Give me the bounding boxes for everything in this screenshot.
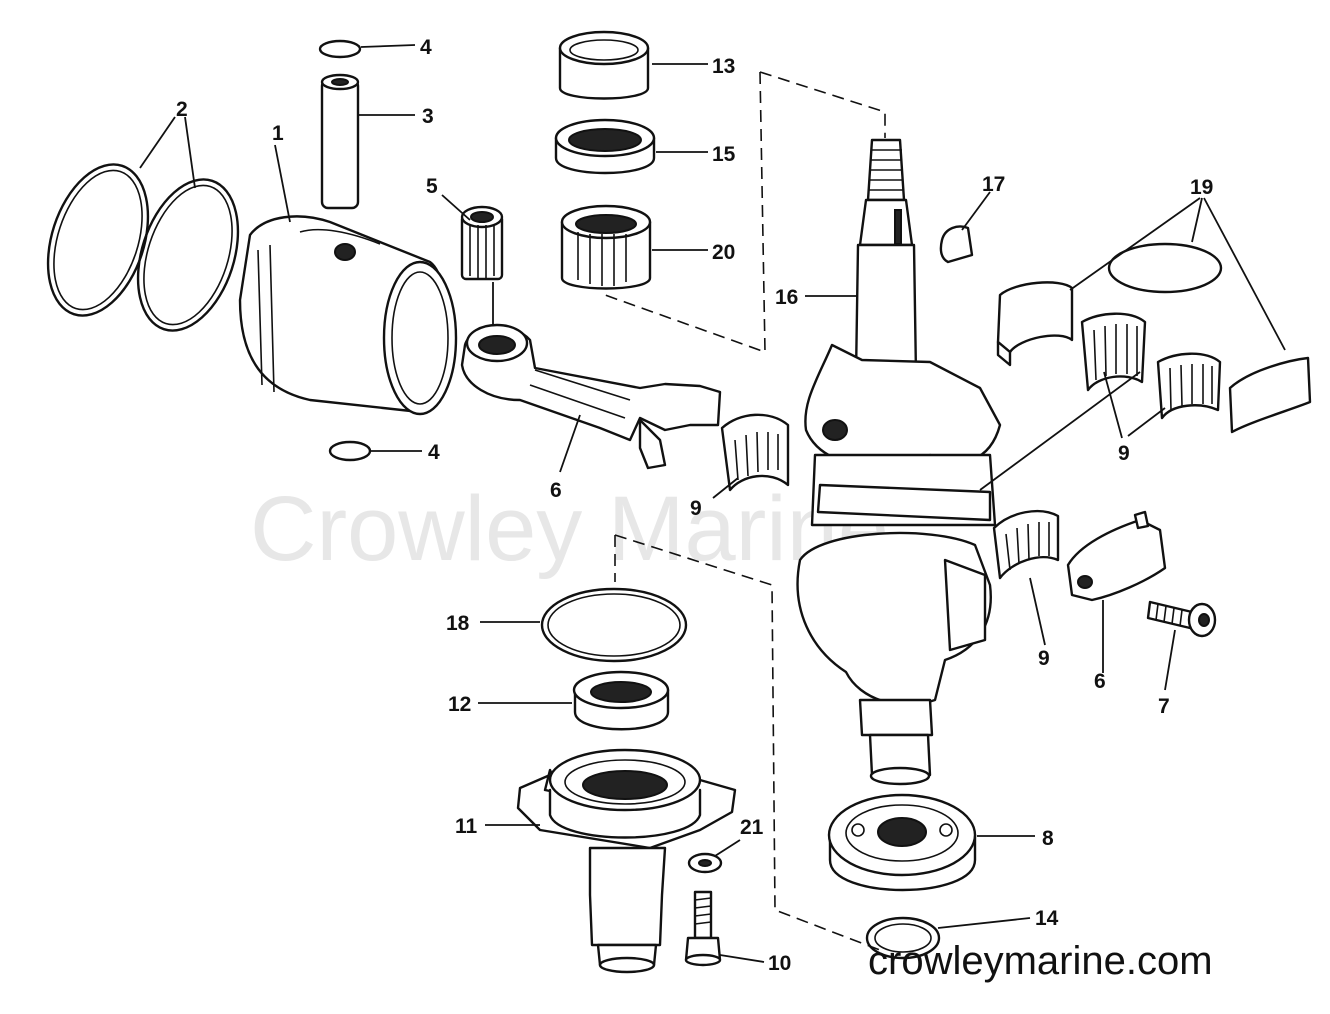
- woodruff-key: [939, 225, 974, 264]
- connecting-rod: [460, 323, 722, 470]
- connecting-rod-cap: [1066, 510, 1167, 602]
- callout-6-cap: 6: [1094, 670, 1106, 693]
- needle-bearing-half-lower: [992, 509, 1060, 580]
- callout-20: 20: [712, 241, 735, 264]
- watermark-text: Crowley Marine: [250, 478, 889, 580]
- ball-bearing: [827, 793, 977, 892]
- callout-8: 8: [1042, 827, 1054, 850]
- callout-16: 16: [775, 286, 798, 309]
- callout-18: 18: [446, 612, 470, 635]
- piston: [238, 215, 458, 416]
- callout-6-rod: 6: [550, 479, 562, 502]
- callout-14: 14: [1035, 907, 1059, 930]
- seal-15: [554, 118, 656, 175]
- bearing-retaining-ring: [865, 916, 941, 960]
- crankshaft: [796, 138, 1002, 786]
- callout-9-lower: 9: [1038, 647, 1050, 670]
- needle-bearing-20: [560, 204, 652, 290]
- site-url: crowleymarine.com: [868, 939, 1213, 983]
- needle-bearing-small: [460, 205, 504, 281]
- callout-11: 11: [455, 815, 478, 838]
- callout-10: 10: [768, 952, 791, 975]
- retaining-rings: [318, 39, 372, 462]
- callout-15: 15: [712, 143, 736, 166]
- oil-seal: [572, 670, 670, 731]
- needle-bearing-half-right-b: [1156, 352, 1222, 420]
- callout-9-left: 9: [690, 497, 702, 520]
- cap-screw: [1146, 600, 1217, 638]
- leader-lines: [139, 44, 1286, 963]
- callout-4-bottom: 4: [428, 441, 440, 464]
- callout-labels: 1 2 3 4 4 5 6 6 7 8 9 9 9 10 11 12 13 14…: [176, 36, 1213, 975]
- callout-21: 21: [740, 816, 764, 839]
- needle-bearing-half-right-a: [1080, 312, 1147, 392]
- bearing-half-left: [720, 413, 790, 492]
- callout-2: 2: [176, 98, 188, 121]
- callout-12: 12: [448, 693, 471, 716]
- callout-5: 5: [426, 175, 438, 198]
- callout-1: 1: [272, 122, 284, 145]
- bearing-sleeve-13: [558, 30, 650, 100]
- bearing-cage-upper: [996, 281, 1074, 367]
- o-ring: [540, 587, 688, 663]
- screw: [684, 890, 722, 967]
- callout-7: 7: [1158, 695, 1170, 718]
- wrist-pin: [320, 73, 360, 210]
- callout-4-top: 4: [420, 36, 432, 59]
- piston-rings: [46, 163, 240, 332]
- callout-17: 17: [982, 173, 1005, 196]
- callout-3: 3: [422, 105, 434, 128]
- washer: [687, 852, 723, 874]
- callout-9-right: 9: [1118, 442, 1130, 465]
- lower-bearing-housing: [516, 748, 737, 974]
- callout-13: 13: [712, 55, 735, 78]
- callout-19: 19: [1190, 176, 1213, 199]
- bearing-retainer-ring: [1107, 242, 1223, 294]
- bearing-cage-right: [1228, 356, 1312, 434]
